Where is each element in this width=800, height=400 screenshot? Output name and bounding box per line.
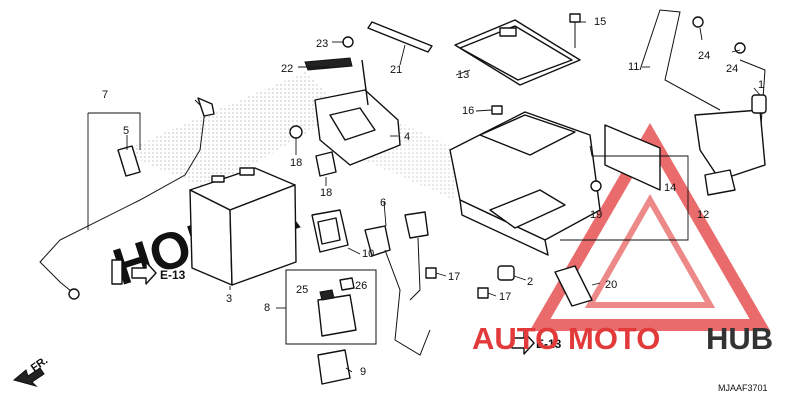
watermark-triangle [529, 123, 771, 331]
callout: 6 [380, 197, 386, 209]
callout: 26 [355, 280, 367, 292]
callout: 23 [316, 38, 328, 50]
relay [311, 209, 349, 253]
battery-case [449, 111, 661, 281]
callout: 14 [664, 182, 676, 194]
callout: 9 [360, 366, 366, 378]
callout: 7 [102, 89, 108, 101]
reference-label: E-13 [160, 268, 186, 282]
callout-labels: 1 2 3 4 5 6 7 8 9 10 11 12 13 14 15 16 1… [102, 16, 764, 378]
diagram-code: MJAAF3701 [718, 383, 768, 393]
bolts [111, 13, 581, 299]
callout: 1 [758, 79, 764, 91]
callout: 19 [590, 209, 602, 221]
leader-lines [87, 21, 761, 373]
reference-arrows [131, 261, 535, 355]
callout: 13 [457, 69, 469, 81]
battery [189, 167, 297, 286]
front-direction-arrow [12, 367, 45, 387]
callout: 22 [281, 63, 293, 75]
callout: 17 [448, 271, 460, 283]
callout: 20 [605, 279, 617, 291]
band [367, 21, 433, 53]
svg-text:HUB: HUB [706, 321, 773, 356]
callout: 4 [404, 131, 410, 143]
frame-bracket [639, 9, 767, 196]
terminal-cover [289, 36, 401, 177]
callout: 24 [726, 63, 738, 75]
callout: 25 [296, 284, 308, 296]
front-direction-label: FR. [29, 354, 50, 374]
reference-label: E-13 [536, 337, 562, 351]
callout: 18 [320, 187, 332, 199]
watermark-text: AUTO MOTO HUB [472, 321, 773, 356]
svg-text:AUTO: AUTO [472, 321, 559, 356]
callout: 16 [462, 105, 474, 117]
callout: 17 [499, 291, 511, 303]
callout: 5 [123, 125, 129, 137]
svg-text:MOTO: MOTO [568, 321, 660, 356]
callout: 10 [362, 248, 374, 260]
callout: 2 [527, 276, 533, 288]
callout: 18 [290, 157, 302, 169]
group-box-12 [560, 145, 689, 241]
starter-relay [317, 277, 357, 385]
callout: 24 [698, 50, 710, 62]
callout: 8 [264, 302, 270, 314]
shading-left [120, 72, 345, 190]
harness [364, 211, 431, 356]
callout: 15 [594, 16, 606, 28]
callout: 12 [697, 209, 709, 221]
group-box-8 [285, 269, 377, 345]
case-lid [454, 19, 581, 86]
callout: 21 [390, 64, 402, 76]
battery-cable [39, 97, 215, 300]
callout: 3 [226, 293, 232, 305]
seal [554, 265, 593, 307]
callout: 11 [628, 61, 639, 73]
